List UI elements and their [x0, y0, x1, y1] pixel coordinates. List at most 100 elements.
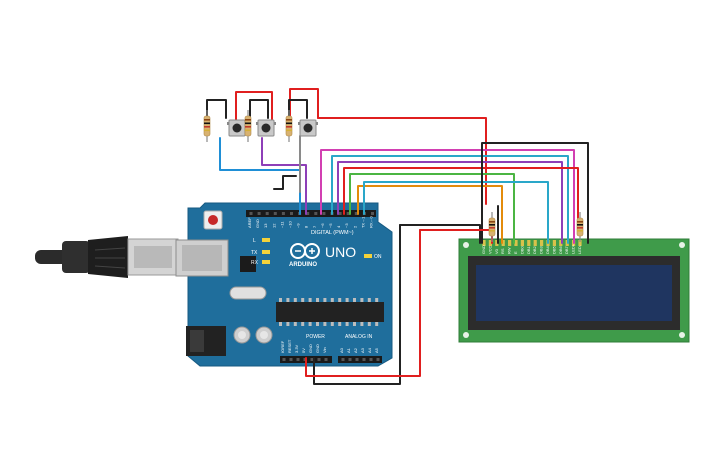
- digital-pin-hole[interactable]: [273, 212, 277, 215]
- power-pin-hole[interactable]: [310, 358, 314, 361]
- lcd-pin-label: DB0: [519, 245, 524, 254]
- lcd-pin[interactable]: [508, 240, 512, 246]
- resistor-3[interactable]: [285, 110, 293, 142]
- digital-pin-hole[interactable]: [338, 212, 342, 215]
- digital-pin-label: 13: [263, 223, 268, 228]
- analog-pin-label: A0: [339, 347, 344, 353]
- digital-pin-hole[interactable]: [314, 212, 318, 215]
- wire-black[interactable]: [313, 224, 401, 385]
- digital-pin-hole[interactable]: [281, 212, 285, 215]
- digital-pin-hole[interactable]: [354, 212, 358, 215]
- usb-chip: [240, 256, 256, 272]
- lcd-pin[interactable]: [527, 240, 531, 246]
- wire-red[interactable]: [343, 167, 579, 219]
- power-pin-hole[interactable]: [282, 358, 286, 361]
- lcd-pin[interactable]: [578, 240, 582, 246]
- analog-pin-hole[interactable]: [369, 358, 373, 361]
- lcd-pin-label: RW: [507, 247, 512, 254]
- digital-pin-hole[interactable]: [371, 212, 374, 215]
- digital-pin-hole[interactable]: [322, 212, 326, 215]
- lcd-pin[interactable]: [520, 240, 524, 246]
- analog-pin-hole[interactable]: [376, 358, 380, 361]
- wire-purple[interactable]: [261, 137, 307, 215]
- lcd-pin-label: DB4: [545, 245, 550, 254]
- lcd-pin[interactable]: [501, 240, 505, 246]
- wire-black[interactable]: [481, 142, 589, 244]
- usb-cable: [35, 236, 179, 278]
- resistor-1[interactable]: [203, 110, 211, 142]
- analog-pin-hole[interactable]: [362, 358, 366, 361]
- wire-teal[interactable]: [331, 155, 569, 244]
- analog-pin-hole[interactable]: [341, 358, 345, 361]
- power-pin-label: RESET: [287, 339, 292, 353]
- arduino-logo-text: ARDUINO: [289, 262, 317, 268]
- power-pin-hole[interactable]: [296, 358, 300, 361]
- power-pin-label: GND: [308, 344, 313, 353]
- digital-pin-hole[interactable]: [346, 212, 350, 215]
- wire-black[interactable]: [399, 224, 481, 244]
- tx-led: [262, 250, 270, 254]
- lcd-pin-label: DB2: [532, 245, 537, 254]
- analog-pin-label: A1: [346, 347, 351, 353]
- rx-led: [262, 260, 270, 264]
- digital-pin-label: TX→1: [360, 216, 365, 228]
- lcd-pin[interactable]: [495, 240, 499, 246]
- wire-purple[interactable]: [337, 161, 563, 244]
- power-pin-hole[interactable]: [324, 358, 328, 361]
- lcd-pin[interactable]: [488, 240, 492, 246]
- resistor-2[interactable]: [244, 110, 252, 142]
- lcd-pin[interactable]: [533, 240, 537, 246]
- wire-black[interactable]: [273, 175, 297, 190]
- wire-magenta[interactable]: [320, 149, 575, 244]
- resistor-lcd-contrast[interactable]: [488, 212, 496, 242]
- lcd-pin[interactable]: [552, 240, 556, 246]
- lcd-pin-label: RS: [500, 248, 505, 254]
- wire-teal[interactable]: [363, 181, 549, 244]
- wires: [206, 88, 589, 385]
- wire-green[interactable]: [349, 173, 515, 244]
- lcd-pin[interactable]: [540, 240, 544, 246]
- wire-orange[interactable]: [357, 185, 503, 244]
- on-label: ON: [374, 254, 382, 260]
- digital-pin-hole[interactable]: [249, 212, 253, 215]
- digital-pin-hole[interactable]: [265, 212, 269, 215]
- atmega-chip: [276, 298, 384, 326]
- button-2[interactable]: [256, 119, 276, 137]
- analog-header[interactable]: [338, 356, 382, 363]
- wire-red[interactable]: [305, 229, 421, 377]
- wire-black[interactable]: [249, 99, 269, 129]
- digital-pin-label: 12: [271, 223, 276, 228]
- digital-header[interactable]: [246, 210, 376, 217]
- wire-red[interactable]: [317, 117, 487, 205]
- digital-pin-label: GND: [255, 219, 260, 228]
- digital-pin-hole[interactable]: [290, 212, 293, 215]
- power-header-label: POWER: [306, 334, 325, 340]
- lcd-screen: [476, 265, 672, 321]
- digital-pin-hole[interactable]: [306, 212, 310, 215]
- tx-label: TX: [251, 250, 258, 256]
- digital-pin-label: 2: [352, 225, 357, 228]
- arduino-uno-board[interactable]: L TX RX ON ARDUINO UNO DIGITAL (PWM~) PO…: [175, 202, 393, 367]
- arduino-logo-icon: [290, 243, 320, 259]
- lcd-pin[interactable]: [514, 240, 518, 246]
- analog-pin-hole[interactable]: [355, 358, 359, 361]
- button-3[interactable]: [298, 119, 318, 137]
- lcd-pin[interactable]: [482, 240, 486, 246]
- wire-red[interactable]: [235, 91, 273, 127]
- analog-pin-label: A4: [367, 347, 372, 353]
- arduino-model: UNO: [325, 244, 356, 260]
- button-1[interactable]: [227, 119, 247, 137]
- lcd-pin-label: VCC: [487, 245, 492, 254]
- lcd-pin-label: DB6: [558, 245, 563, 254]
- lcd-pin-label: LED-: [577, 244, 582, 254]
- analog-pin-hole[interactable]: [348, 358, 352, 361]
- crystal: [229, 286, 267, 300]
- lcd-pin[interactable]: [559, 240, 563, 246]
- digital-pin-hole[interactable]: [257, 212, 261, 215]
- resistor-lcd-backlight[interactable]: [576, 212, 584, 242]
- lcd-pin-label: DB5: [551, 245, 556, 254]
- power-pin-hole[interactable]: [317, 358, 321, 361]
- power-pin-hole[interactable]: [289, 358, 293, 361]
